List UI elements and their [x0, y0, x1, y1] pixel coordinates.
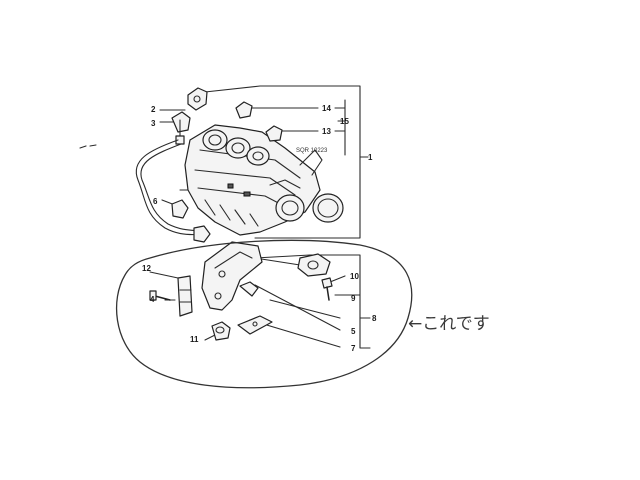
callout-5: 5 [351, 327, 356, 336]
bracket-12 [177, 275, 193, 317]
clip-7 [237, 315, 273, 335]
callout-13: 13 [322, 127, 331, 136]
bolt-10 [321, 277, 333, 301]
clip-13 [265, 125, 283, 142]
vacuum-hose [135, 139, 203, 236]
mounting-bracket [201, 241, 263, 311]
callout-10: 10 [350, 272, 359, 281]
callout-8: 8 [372, 314, 377, 323]
callout-6: 6 [153, 197, 158, 206]
mount-rubber-8 [297, 253, 331, 277]
callout-2: 2 [151, 105, 156, 114]
sensor-2 [171, 111, 191, 139]
callout-12: 12 [142, 264, 151, 273]
callout-4: 4 [150, 295, 155, 304]
lower-callout-frame [149, 254, 371, 349]
nut-5 [239, 281, 259, 297]
drawing-stamp: SQR 10223 [296, 148, 328, 154]
hose-clamp [193, 225, 211, 243]
callout-14: 14 [322, 104, 331, 113]
bolt-4 [149, 290, 171, 301]
handwritten-note: ←これです [408, 314, 490, 334]
bush-11 [211, 321, 231, 341]
callout-1: 1 [368, 153, 373, 162]
hand-drawn-circle [115, 239, 413, 389]
callout-7: 7 [351, 344, 356, 353]
scan-marks [79, 144, 97, 149]
intake-manifold [184, 124, 323, 236]
callout-15: 15 [340, 117, 349, 126]
callout-11: 11 [190, 335, 199, 344]
top-grommet [187, 87, 208, 111]
connector-6 [171, 199, 189, 219]
callout-9: 9 [351, 294, 356, 303]
o-ring [312, 193, 344, 223]
callout-3: 3 [151, 119, 156, 128]
clip-14 [235, 101, 253, 119]
